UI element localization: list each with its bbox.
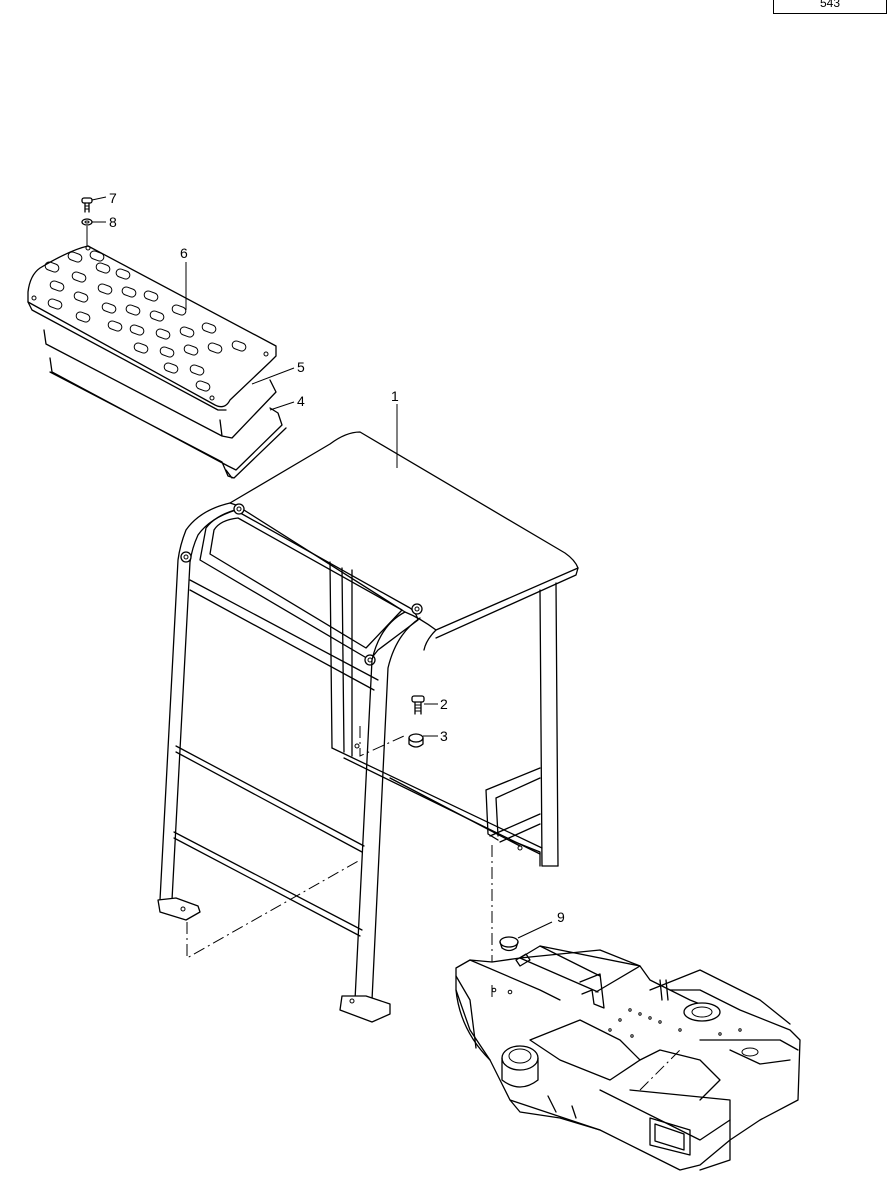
callout-5-label: 5: [297, 359, 305, 375]
callout-1: 1: [391, 388, 399, 468]
callout-3: 3: [423, 728, 448, 744]
canopy-roof: [229, 431, 579, 631]
callout-7: 7: [91, 190, 117, 206]
bolt-7: [81, 197, 93, 213]
assembly-line-rear: [359, 726, 405, 757]
callout-4: 4: [269, 393, 305, 411]
assembly-line-left-foot: [186, 859, 361, 959]
roof-gasket-5: [43, 329, 277, 439]
roof-plate-outline: [27, 245, 277, 408]
bolt-2: [411, 695, 425, 715]
callout-2-label: 2: [440, 696, 448, 712]
washer-3: [408, 733, 424, 748]
callout-8: 8: [92, 214, 117, 230]
callout-6: 6: [180, 245, 188, 310]
callout-3-label: 3: [440, 728, 448, 744]
callout-8-label: 8: [109, 214, 117, 230]
canopy-front-foot: [339, 995, 391, 1023]
roof-gasket-4: [49, 357, 287, 479]
swing-frame: [455, 945, 801, 1171]
page-reference-label: 543: [819, 0, 841, 10]
callout-5: 5: [251, 359, 305, 385]
callout-4-label: 4: [297, 393, 305, 409]
callout-2: 2: [424, 696, 448, 712]
rops-canopy: [157, 431, 579, 1023]
perforated-roof-plate: [27, 245, 287, 479]
callout-6-label: 6: [180, 245, 188, 261]
roof-plate-slots: [44, 250, 247, 392]
callout-9: 9: [517, 909, 565, 939]
callout-1-label: 1: [391, 388, 399, 404]
page-reference-box: 543: [773, 0, 887, 14]
callout-7-label: 7: [109, 190, 117, 206]
washer-8: [81, 218, 93, 226]
callout-9-label: 9: [557, 909, 565, 925]
plug-9: [499, 936, 519, 952]
